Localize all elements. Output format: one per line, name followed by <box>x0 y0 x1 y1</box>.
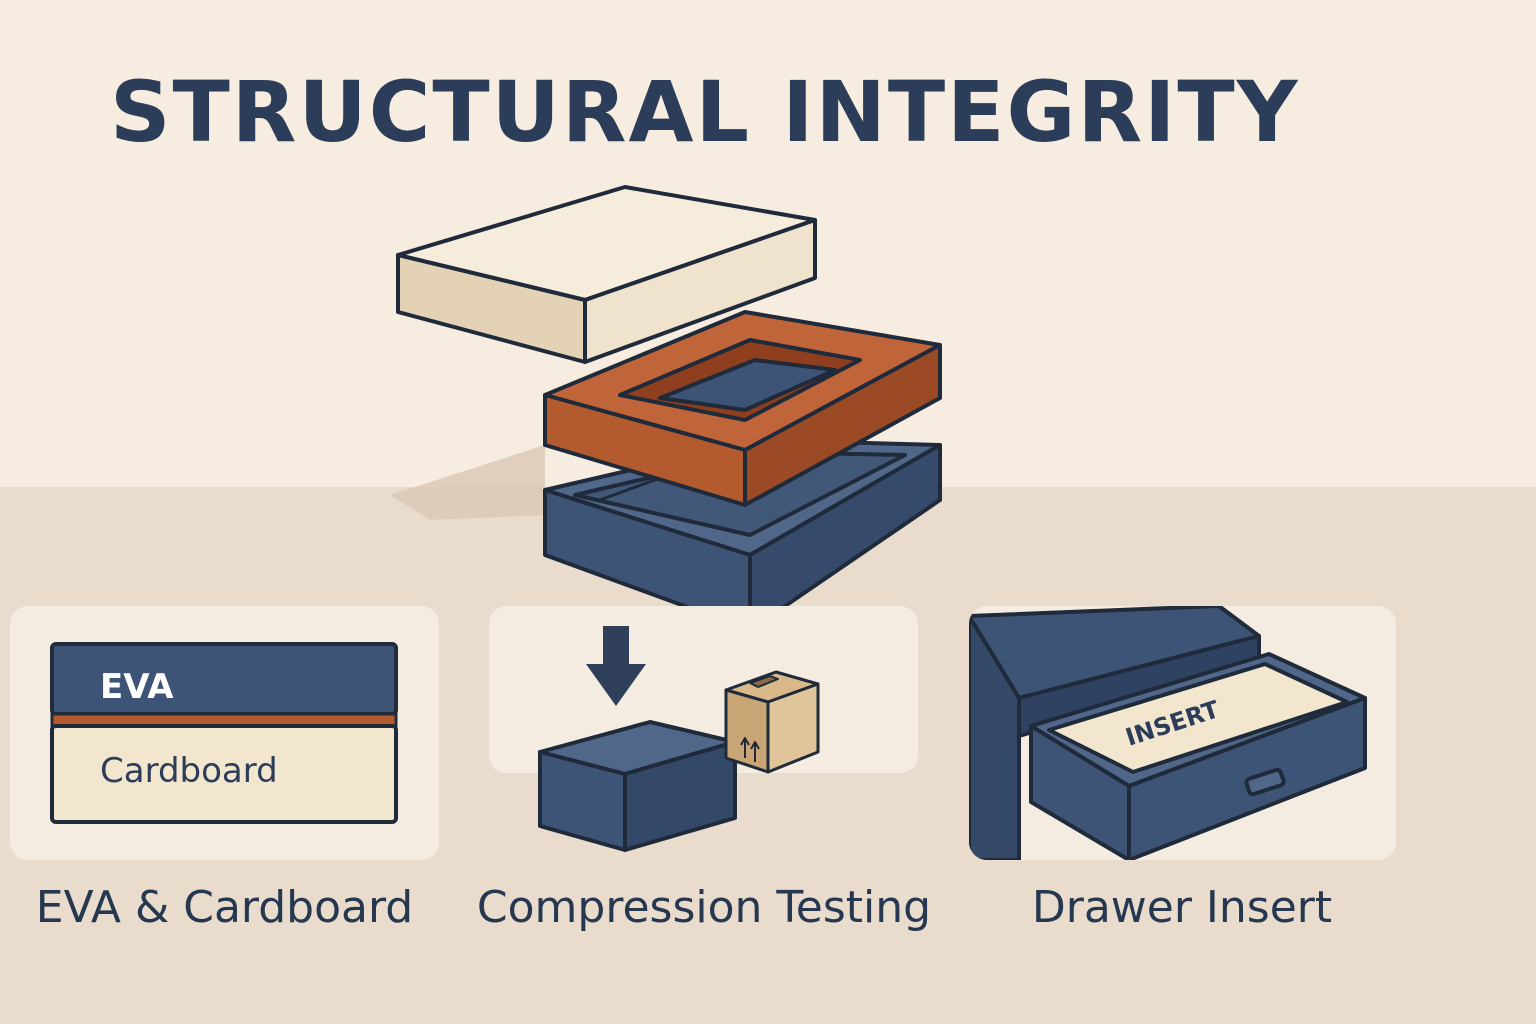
middle-frame <box>543 310 942 507</box>
eva-label: EVA <box>100 667 174 707</box>
cardboard-layer <box>50 724 398 824</box>
caption-drawer-insert: Drawer Insert <box>1031 882 1333 933</box>
eva-cardboard-illustration: EVA Cardboard <box>50 642 398 824</box>
caption-compression-testing: Compression Testing <box>476 882 932 933</box>
drawer-tray-side <box>1029 724 1131 860</box>
caption-eva-cardboard: EVA & Cardboard <box>35 882 414 933</box>
cardboard-label: Cardboard <box>100 751 278 791</box>
drawer-insert-illustration: INSERT <box>969 606 1367 860</box>
down-arrow-icon <box>586 626 646 706</box>
test-block <box>538 720 737 852</box>
drawer-sleeve-side <box>969 614 1021 860</box>
panel-eva-cardboard: EVA Cardboard <box>10 606 439 860</box>
drawer-handle <box>1244 767 1286 797</box>
cardboard-box-icon <box>724 670 820 774</box>
top-lid <box>396 185 817 364</box>
page-title: STRUCTURAL INTEGRITY <box>110 63 1300 161</box>
insert-card <box>1047 662 1349 774</box>
box-shadow <box>390 445 545 520</box>
panel-drawer-insert: INSERT <box>969 606 1396 860</box>
